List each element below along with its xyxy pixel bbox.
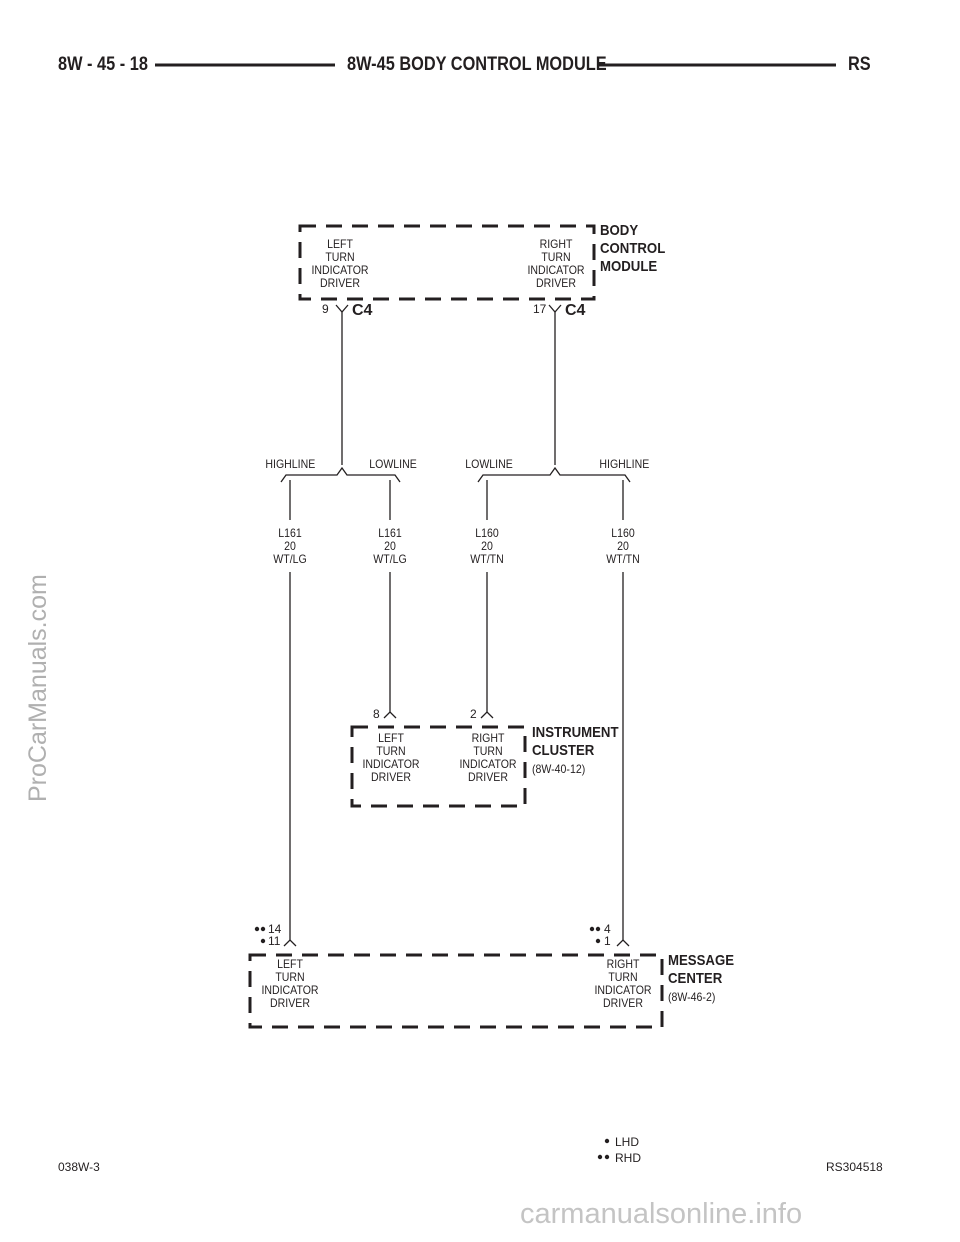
msg-right-pin-lhd: 1 [604,934,611,948]
rhd-dot [254,926,260,932]
bcm-pin-left-number: 9 [322,302,329,316]
legend-rhd-dot [604,1154,610,1160]
left-lowline-label: LOWLINE [369,457,417,471]
left-highline-label: HIGHLINE [265,457,316,471]
cluster-page-ref: (8W-40-12) [532,762,586,776]
lhd-dot [260,938,266,944]
rhd-dot [260,926,266,932]
bcm-right-circuit: RIGHT TURN INDICATOR DRIVER [527,237,585,290]
bcm-module-name: BODY CONTROL MODULE [600,222,666,275]
cluster-pin-8 [383,711,397,719]
msg-right-circuit: RIGHT TURN INDICATOR DRIVER [594,957,652,1010]
footer-left-code: 038W-3 [58,1160,100,1174]
cluster-module-name: INSTRUMENT CLUSTER [532,724,619,759]
splice-right [477,466,631,483]
cluster-box [350,725,527,808]
bcm-pin-right-number: 17 [533,302,547,316]
wire-label-l161-lowline: L161 20 WT/LG [373,526,407,566]
rhd-dot [595,926,601,932]
msg-left-circuit: LEFT TURN INDICATOR DRIVER [261,957,319,1010]
legend-rhd-dot [597,1154,603,1160]
wire-label-l160-highline: L160 20 WT/TN [606,526,640,566]
side-watermark: ProCarManuals.com [24,574,52,802]
msg-left-pin-rhd: 14 [268,922,282,936]
legend-lhd: LHD [615,1135,640,1149]
cluster-pin-right-number: 2 [470,707,477,721]
cluster-pin-2 [480,711,494,719]
legend-rhd: RHD [615,1151,641,1165]
right-highline-label: HIGHLINE [599,457,650,471]
legend-lhd-dot [604,1138,610,1144]
splice-left [280,466,401,483]
message-center-box [248,953,664,1029]
lhd-dot [595,938,601,944]
message-center-page-ref: (8W-46-2) [668,990,716,1004]
bcm-left-circuit: LEFT TURN INDICATOR DRIVER [311,237,369,290]
bcm-pin-9 [335,304,349,313]
msg-left-pin-lhd: 11 [268,934,281,948]
wire-label-l161-highline: L161 20 WT/LG [273,526,307,566]
cluster-right-circuit: RIGHT TURN INDICATOR DRIVER [459,731,517,784]
page-reference: 8W - 45 - 18 [58,54,148,75]
bcm-pin-17 [548,304,562,313]
right-lowline-label: LOWLINE [465,457,513,471]
model-code: RS [848,54,871,75]
rhd-dot [589,926,595,932]
page-title: 8W-45 BODY CONTROL MODULE [347,54,607,75]
msg-right-pin-rhd: 4 [604,922,611,936]
footer-right-code: RS304518 [826,1160,883,1174]
wire-label-l160-lowline: L160 20 WT/TN [470,526,504,566]
cluster-left-circuit: LEFT TURN INDICATOR DRIVER [362,731,420,784]
bcm-right-connector: C4 [565,302,586,319]
cluster-pin-left-number: 8 [373,707,380,721]
msg-pin-left [283,939,297,947]
bottom-watermark: carmanualsonline.info [520,1198,803,1230]
message-center-name: MESSAGE CENTER [668,952,735,987]
bcm-left-connector: C4 [352,302,373,319]
msg-pin-right [616,939,630,947]
